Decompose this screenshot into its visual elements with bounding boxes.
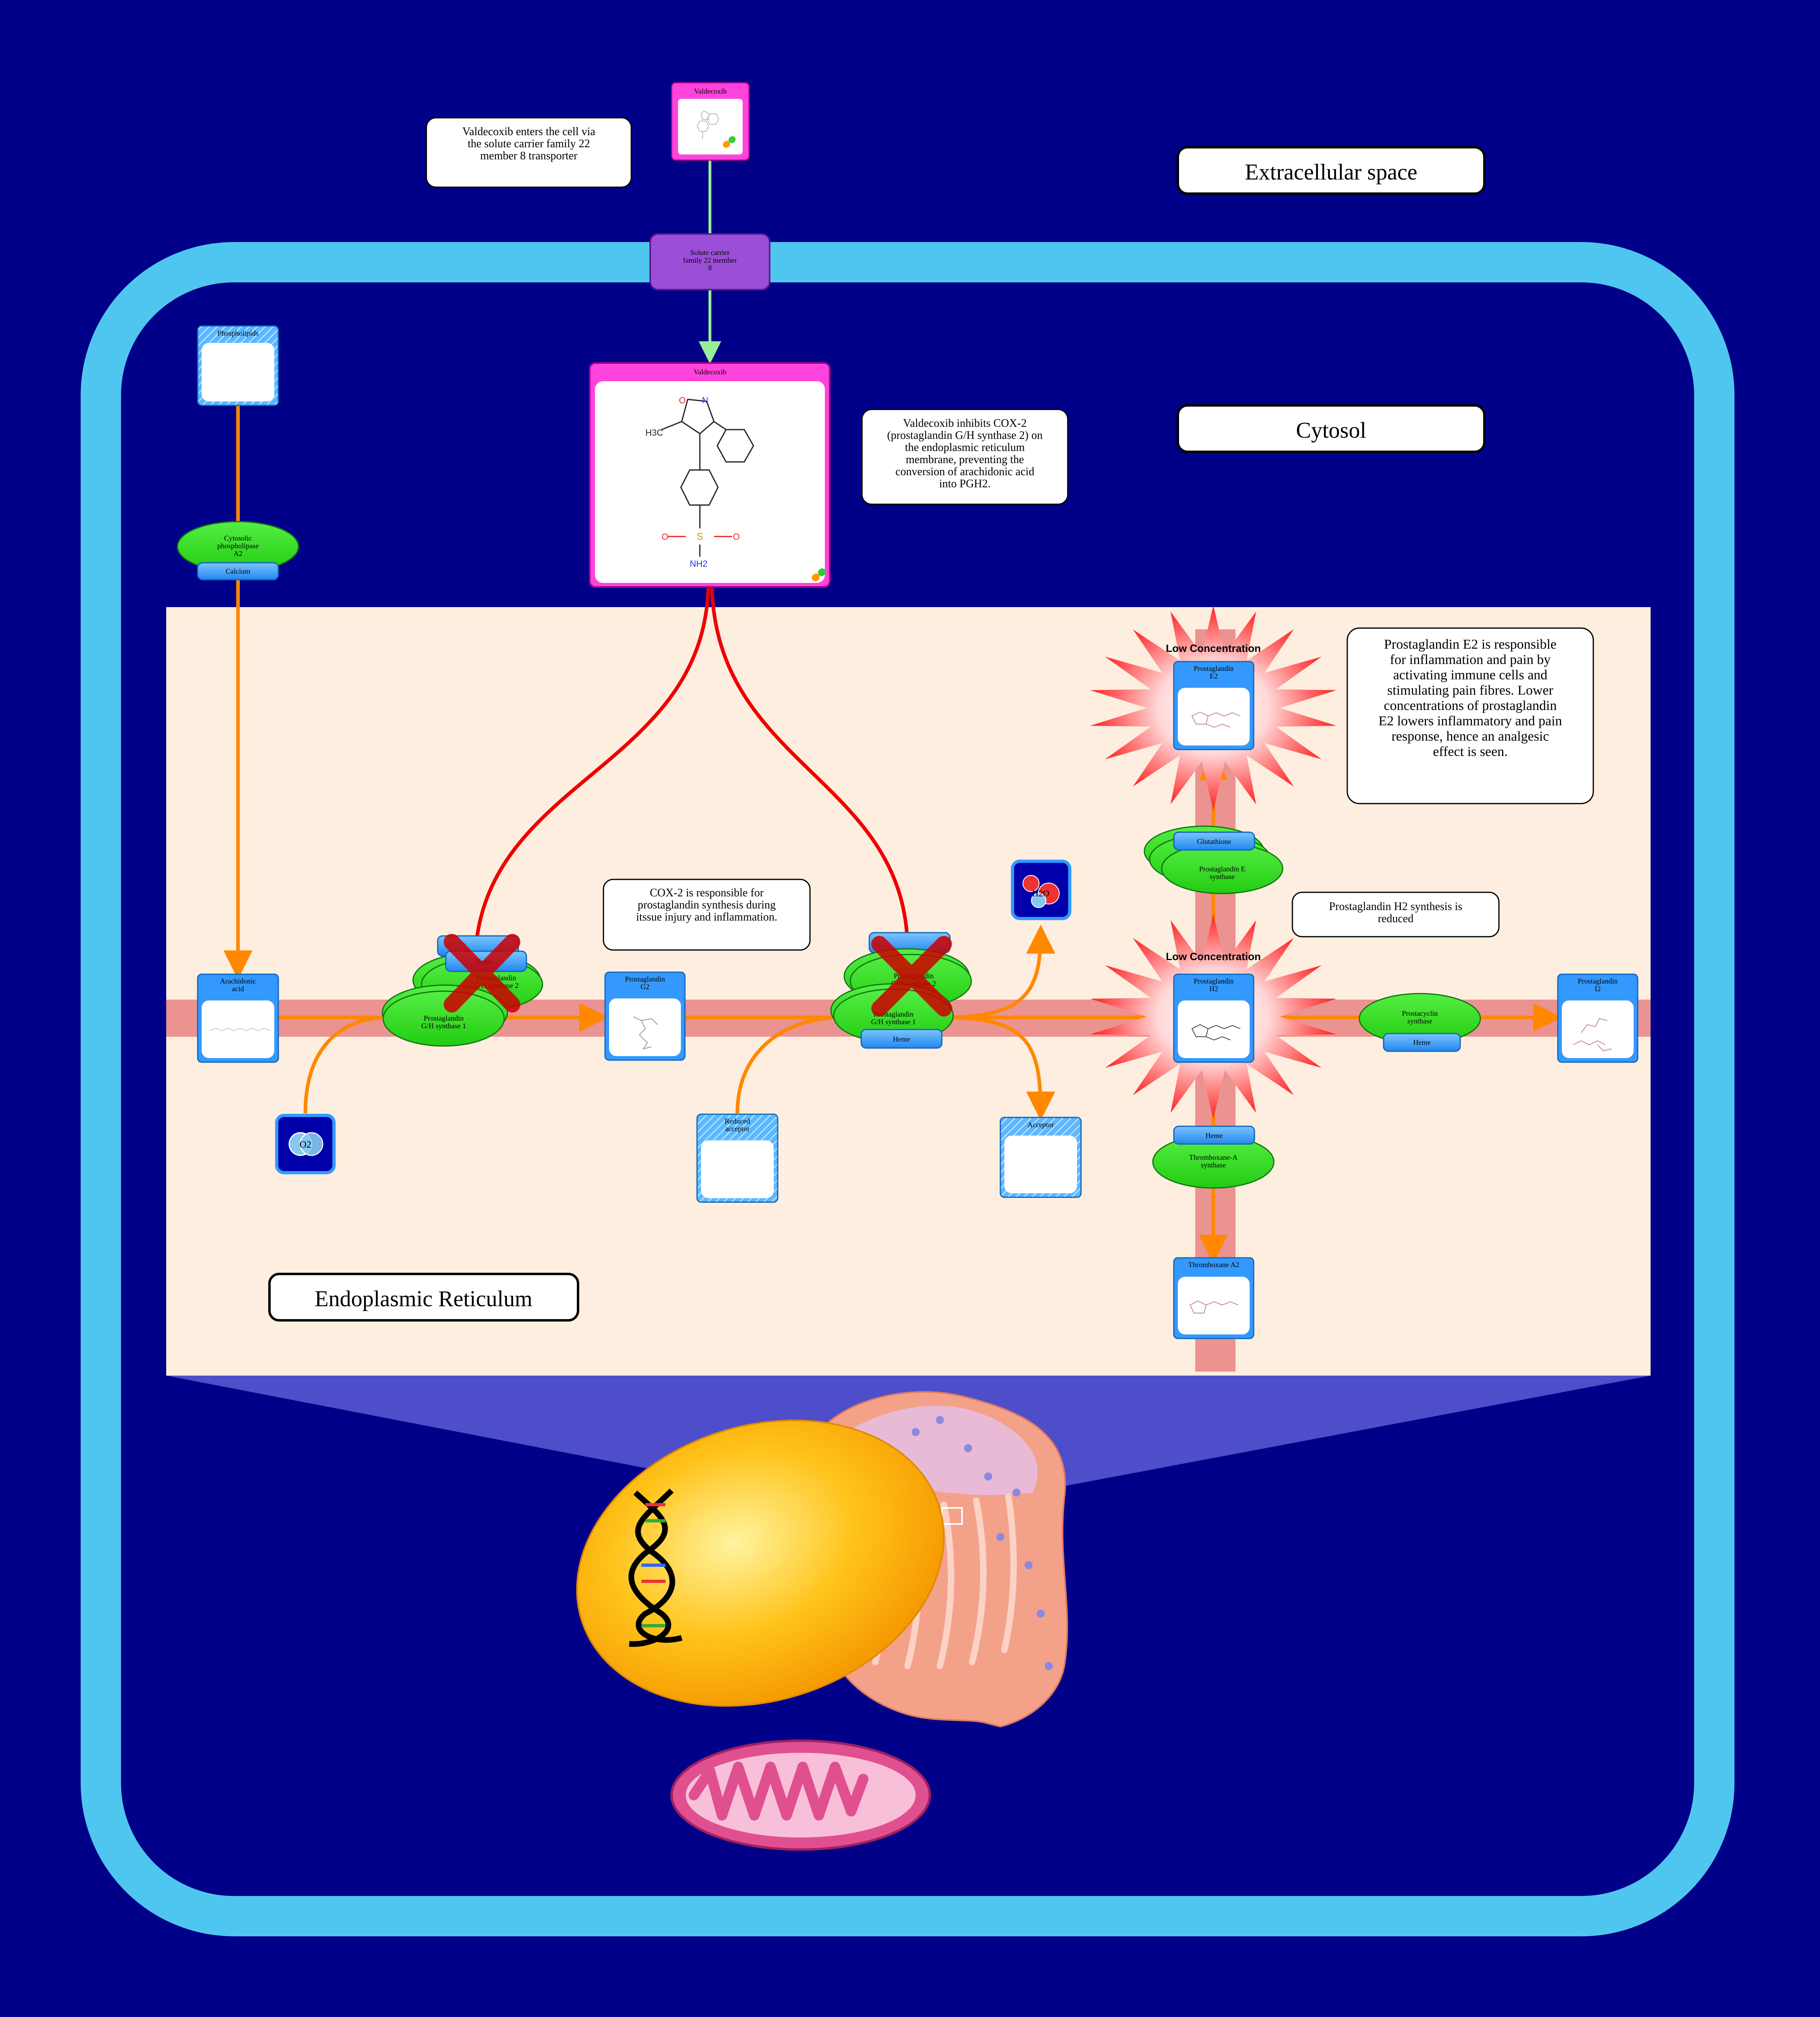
atom-methyl: H3C — [645, 428, 663, 438]
note-inhibit: Valdecoxib inhibits COX-2(prostaglandin … — [861, 409, 1069, 505]
compartment-label-cytosol: Cytosol — [1177, 404, 1486, 453]
arrow-reduced-acceptor-in — [735, 1015, 839, 1114]
dna-helix-icon — [628, 1489, 682, 1647]
arrow-o2-in — [303, 1015, 388, 1114]
atom-oxygen-left: O — [662, 532, 668, 542]
valdecoxib-mini-structure — [696, 110, 720, 139]
low-concentration-badge-1: Low Concentration — [1166, 642, 1261, 654]
h2o-label: H2O — [1032, 888, 1050, 898]
low-concentration-badge-2: Low Concentration — [1166, 950, 1261, 963]
valdecoxib-inside-label: Valdecoxib — [694, 368, 726, 376]
phospholipids-label: Phospholipids — [217, 329, 259, 337]
inhibition-line-pghs-a — [474, 588, 710, 946]
nucleus-illustration — [576, 1420, 945, 1707]
prostaglandin-e2-structure — [1191, 711, 1241, 728]
drug-pill-icon — [723, 136, 736, 148]
inhibition-line-pghs-b — [710, 588, 910, 946]
o2-label: O2 — [299, 1140, 311, 1150]
compartment-label-extracellular: Extracellular space — [1177, 146, 1486, 195]
cytosol-label: Cytosol — [1296, 418, 1366, 443]
atom-amine: NH2 — [690, 559, 708, 569]
drug-valdecoxib-outside[interactable]: Valdecoxib — [671, 82, 750, 161]
note-inhibit-text: Valdecoxib inhibits COX-2(prostaglandin … — [887, 417, 1043, 490]
inhibition-x-icon — [871, 936, 952, 1017]
extracellular-label: Extracellular space — [1245, 160, 1417, 185]
prostaglandin-i2-structure — [1573, 1018, 1612, 1052]
molecule-o2[interactable]: O2 — [275, 1114, 336, 1174]
compartment-label-er: Endoplasmic Reticulum — [268, 1273, 579, 1322]
cell-membrane — [81, 242, 1734, 1936]
thromboxane-a2-label: Thromboxane A2 — [1188, 1261, 1239, 1269]
drug-valdecoxib-inside[interactable]: Valdecoxib H3C O N S O O NH2 — [589, 362, 831, 588]
mitochondrion-illustration — [670, 1739, 931, 1851]
metabolite-phospholipids[interactable]: Phospholipids — [197, 325, 279, 406]
prostaglandin-g2-structure — [633, 1016, 658, 1050]
thromboxane-a2-structure — [1189, 1300, 1239, 1313]
valdecoxib-structure — [661, 399, 754, 557]
acceptor-label: Acceptor — [1027, 1121, 1054, 1129]
calcium-label: Calcium — [226, 567, 250, 575]
arrow-acceptor-out — [948, 1015, 1055, 1121]
metabolite-acceptor[interactable]: Acceptor — [1000, 1117, 1082, 1198]
drug-pill-icon — [812, 568, 826, 582]
atom-oxygen-right: O — [733, 532, 740, 542]
atom-sulfur: S — [697, 531, 703, 542]
valdecoxib-outside-label: Valdecoxib — [694, 87, 727, 95]
heme-5-label: Heme — [1206, 1132, 1223, 1140]
atom-nitrogen: N — [702, 395, 708, 405]
arrow-h2o-out — [948, 925, 1055, 1019]
heme-4-label: Heme — [1413, 1038, 1431, 1046]
prostaglandin-h2-structure — [1191, 1024, 1241, 1041]
er-label: Endoplasmic Reticulum — [315, 1286, 532, 1311]
atom-oxygen: O — [679, 395, 686, 405]
heme-2-label: Heme — [893, 1035, 910, 1043]
metabolite-thromboxane-a2[interactable]: Thromboxane A2 — [1173, 1257, 1254, 1339]
molecule-h2o[interactable]: H2O — [1011, 860, 1071, 920]
arachidonic-acid-structure — [209, 1027, 271, 1031]
inhibition-x-icon — [444, 934, 520, 1013]
glutathione-label: Glutathione — [1197, 837, 1231, 846]
